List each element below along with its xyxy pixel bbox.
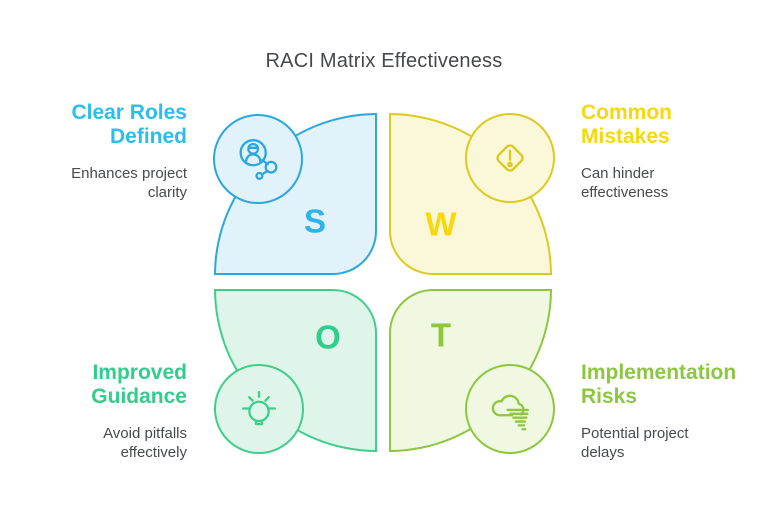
heading-line: Risks <box>581 384 638 408</box>
description-line: Avoid pitfalls <box>103 425 187 442</box>
description-line: delays <box>581 444 625 461</box>
heading-line: Defined <box>109 124 187 148</box>
heading-line: Improved <box>92 361 187 384</box>
description-line: effectively <box>120 444 187 461</box>
t-heading: Implementation Risks <box>581 361 736 408</box>
quadrant-letter-s: S <box>303 202 327 240</box>
heading-line: Clear Roles <box>71 101 187 124</box>
warning-diamond-icon <box>496 144 524 172</box>
heading-line: Implementation <box>581 361 737 384</box>
s-heading: Clear Roles Defined <box>71 101 187 148</box>
description-line: clarity <box>147 184 187 201</box>
user-network-icon <box>239 139 278 180</box>
o-heading: Improved Guidance <box>91 361 187 408</box>
o-icon-badge <box>214 364 304 454</box>
quadrant-letter-o: O <box>315 318 341 356</box>
quadrant-letter-w: W <box>425 205 457 243</box>
t-icon-badge <box>465 364 555 454</box>
s-icon-badge <box>213 114 303 204</box>
quadrant-letter-t: T <box>430 316 452 354</box>
t-description: Potential project delays <box>581 424 689 462</box>
heading-line: Mistakes <box>581 124 670 148</box>
page-title: RACI Matrix Effectiveness <box>265 50 503 72</box>
fog-cloud-icon <box>491 394 529 431</box>
w-heading: Common Mistakes <box>581 101 672 148</box>
w-icon-badge <box>465 113 555 203</box>
description-line: Can hinder <box>581 165 655 182</box>
heading-line: Common <box>581 101 672 124</box>
description-line: effectiveness <box>581 184 669 201</box>
lightbulb-icon <box>241 390 277 426</box>
s-description: Enhances project clarity <box>71 164 187 202</box>
description-line: Potential project <box>581 425 689 442</box>
heading-line: Guidance <box>91 384 187 408</box>
description-line: Enhances project <box>71 165 187 182</box>
o-description: Avoid pitfalls effectively <box>103 424 187 462</box>
w-description: Can hinder effectiveness <box>581 164 668 202</box>
